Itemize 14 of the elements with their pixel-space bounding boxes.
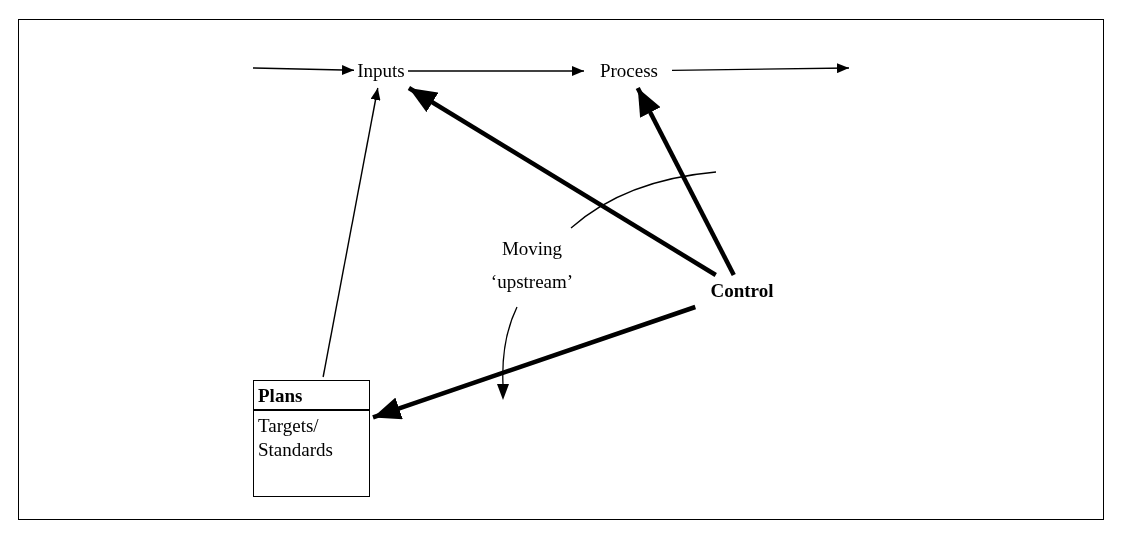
arrow — [407, 86, 717, 277]
arrow — [322, 87, 381, 378]
box-text: Targets/ Standards — [257, 413, 334, 462]
arrow — [407, 66, 585, 76]
note-text: Moving ‘upstream’ — [489, 237, 575, 295]
box-heading: Plans — [254, 381, 369, 411]
arrow — [372, 304, 697, 420]
arrow — [671, 63, 850, 74]
arrow — [635, 86, 736, 277]
node-label: Process — [586, 57, 672, 85]
arrow — [252, 65, 355, 75]
node-label: Control — [696, 278, 788, 304]
node-label: Inputs — [354, 57, 408, 85]
plans-box — [253, 380, 370, 497]
